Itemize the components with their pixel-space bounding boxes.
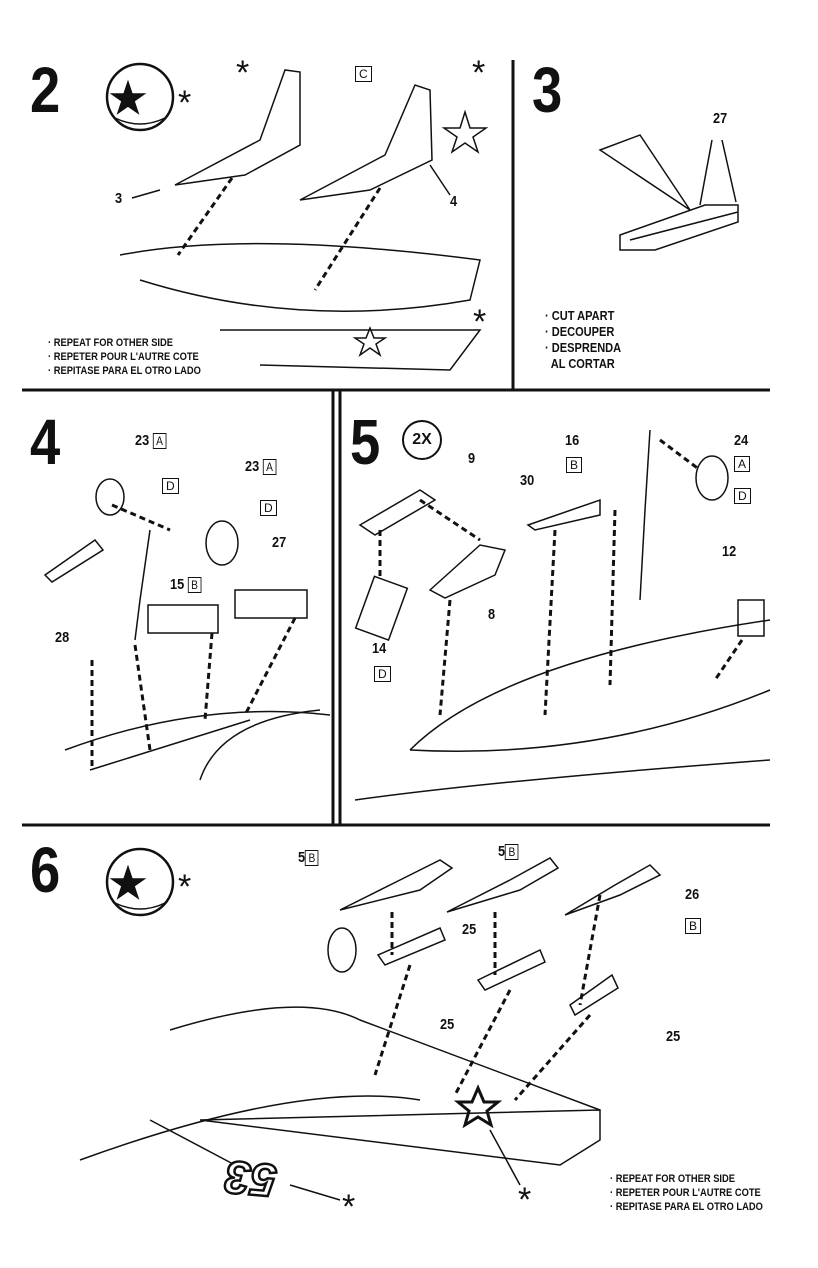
step2-notes: · REPEAT FOR OTHER SIDE · REPETER POUR L… bbox=[48, 337, 201, 377]
sprue-label-d: D bbox=[734, 488, 751, 504]
part-number-8: 8 bbox=[488, 606, 496, 623]
step3-notes: · CUT APART· DECOUPER· DESPRENDA AL CORT… bbox=[545, 308, 622, 371]
step3-part-27 bbox=[598, 134, 739, 251]
step2-tail-fins bbox=[119, 69, 489, 371]
sprue-label-d: D bbox=[260, 500, 277, 516]
sprue-label-a: A bbox=[734, 456, 751, 472]
part-number-25: 25 bbox=[440, 1016, 455, 1033]
sprue-label-b: B bbox=[566, 457, 583, 473]
step-number-5: 5 bbox=[350, 406, 381, 478]
sprue-label-d: D bbox=[374, 666, 391, 682]
part-number-25: 25 bbox=[462, 921, 477, 938]
decal-water-icon bbox=[105, 62, 175, 132]
step5-cockpit-assembly bbox=[354, 429, 771, 801]
part-number-24: 24 bbox=[734, 432, 749, 449]
sprue-label-c: C bbox=[355, 66, 372, 82]
part-number-28: 28 bbox=[55, 629, 70, 646]
asterisk: * bbox=[518, 1181, 532, 1219]
part-number-9: 9 bbox=[468, 450, 476, 467]
step4-landing-gear bbox=[43, 478, 331, 781]
asterisk: * bbox=[178, 868, 192, 906]
part-number-26: 26 bbox=[685, 886, 700, 903]
step6-missiles bbox=[79, 857, 662, 1201]
part-number-12: 12 bbox=[722, 543, 737, 560]
step-number-4: 4 bbox=[30, 406, 61, 478]
part-number-27: 27 bbox=[713, 110, 728, 127]
asterisk: * bbox=[178, 84, 192, 122]
asterisk: * bbox=[472, 54, 486, 92]
part-number-25: 25 bbox=[666, 1028, 681, 1045]
part-number-27: 27 bbox=[272, 534, 287, 551]
asterisk: * bbox=[342, 1188, 356, 1226]
part-number-23: 23 A bbox=[245, 458, 277, 476]
decal-number-53: 53 bbox=[222, 1150, 280, 1209]
part-number-4: 4 bbox=[450, 193, 458, 210]
part-number-14: 14 bbox=[372, 640, 387, 657]
asterisk: * bbox=[236, 54, 250, 92]
sprue-label-d: D bbox=[162, 478, 179, 494]
part-number-23: 23 A bbox=[135, 432, 167, 450]
step-number-3: 3 bbox=[532, 54, 563, 126]
step-number-6: 6 bbox=[30, 834, 61, 906]
part-number-16: 16 bbox=[565, 432, 580, 449]
decal-water-icon-2 bbox=[105, 847, 175, 917]
panel-dividers bbox=[22, 60, 770, 827]
step-number-2: 2 bbox=[30, 54, 61, 126]
part-number-30: 30 bbox=[520, 472, 535, 489]
multiplier-badge: 2X bbox=[402, 420, 442, 460]
part-number-3: 3 bbox=[115, 190, 123, 207]
step6-notes: · REPEAT FOR OTHER SIDE · REPETER POUR L… bbox=[610, 1173, 763, 1213]
sprue-label-b: B bbox=[685, 918, 702, 934]
part-number-15: 15 B bbox=[170, 576, 202, 594]
asterisk: * bbox=[473, 303, 487, 341]
